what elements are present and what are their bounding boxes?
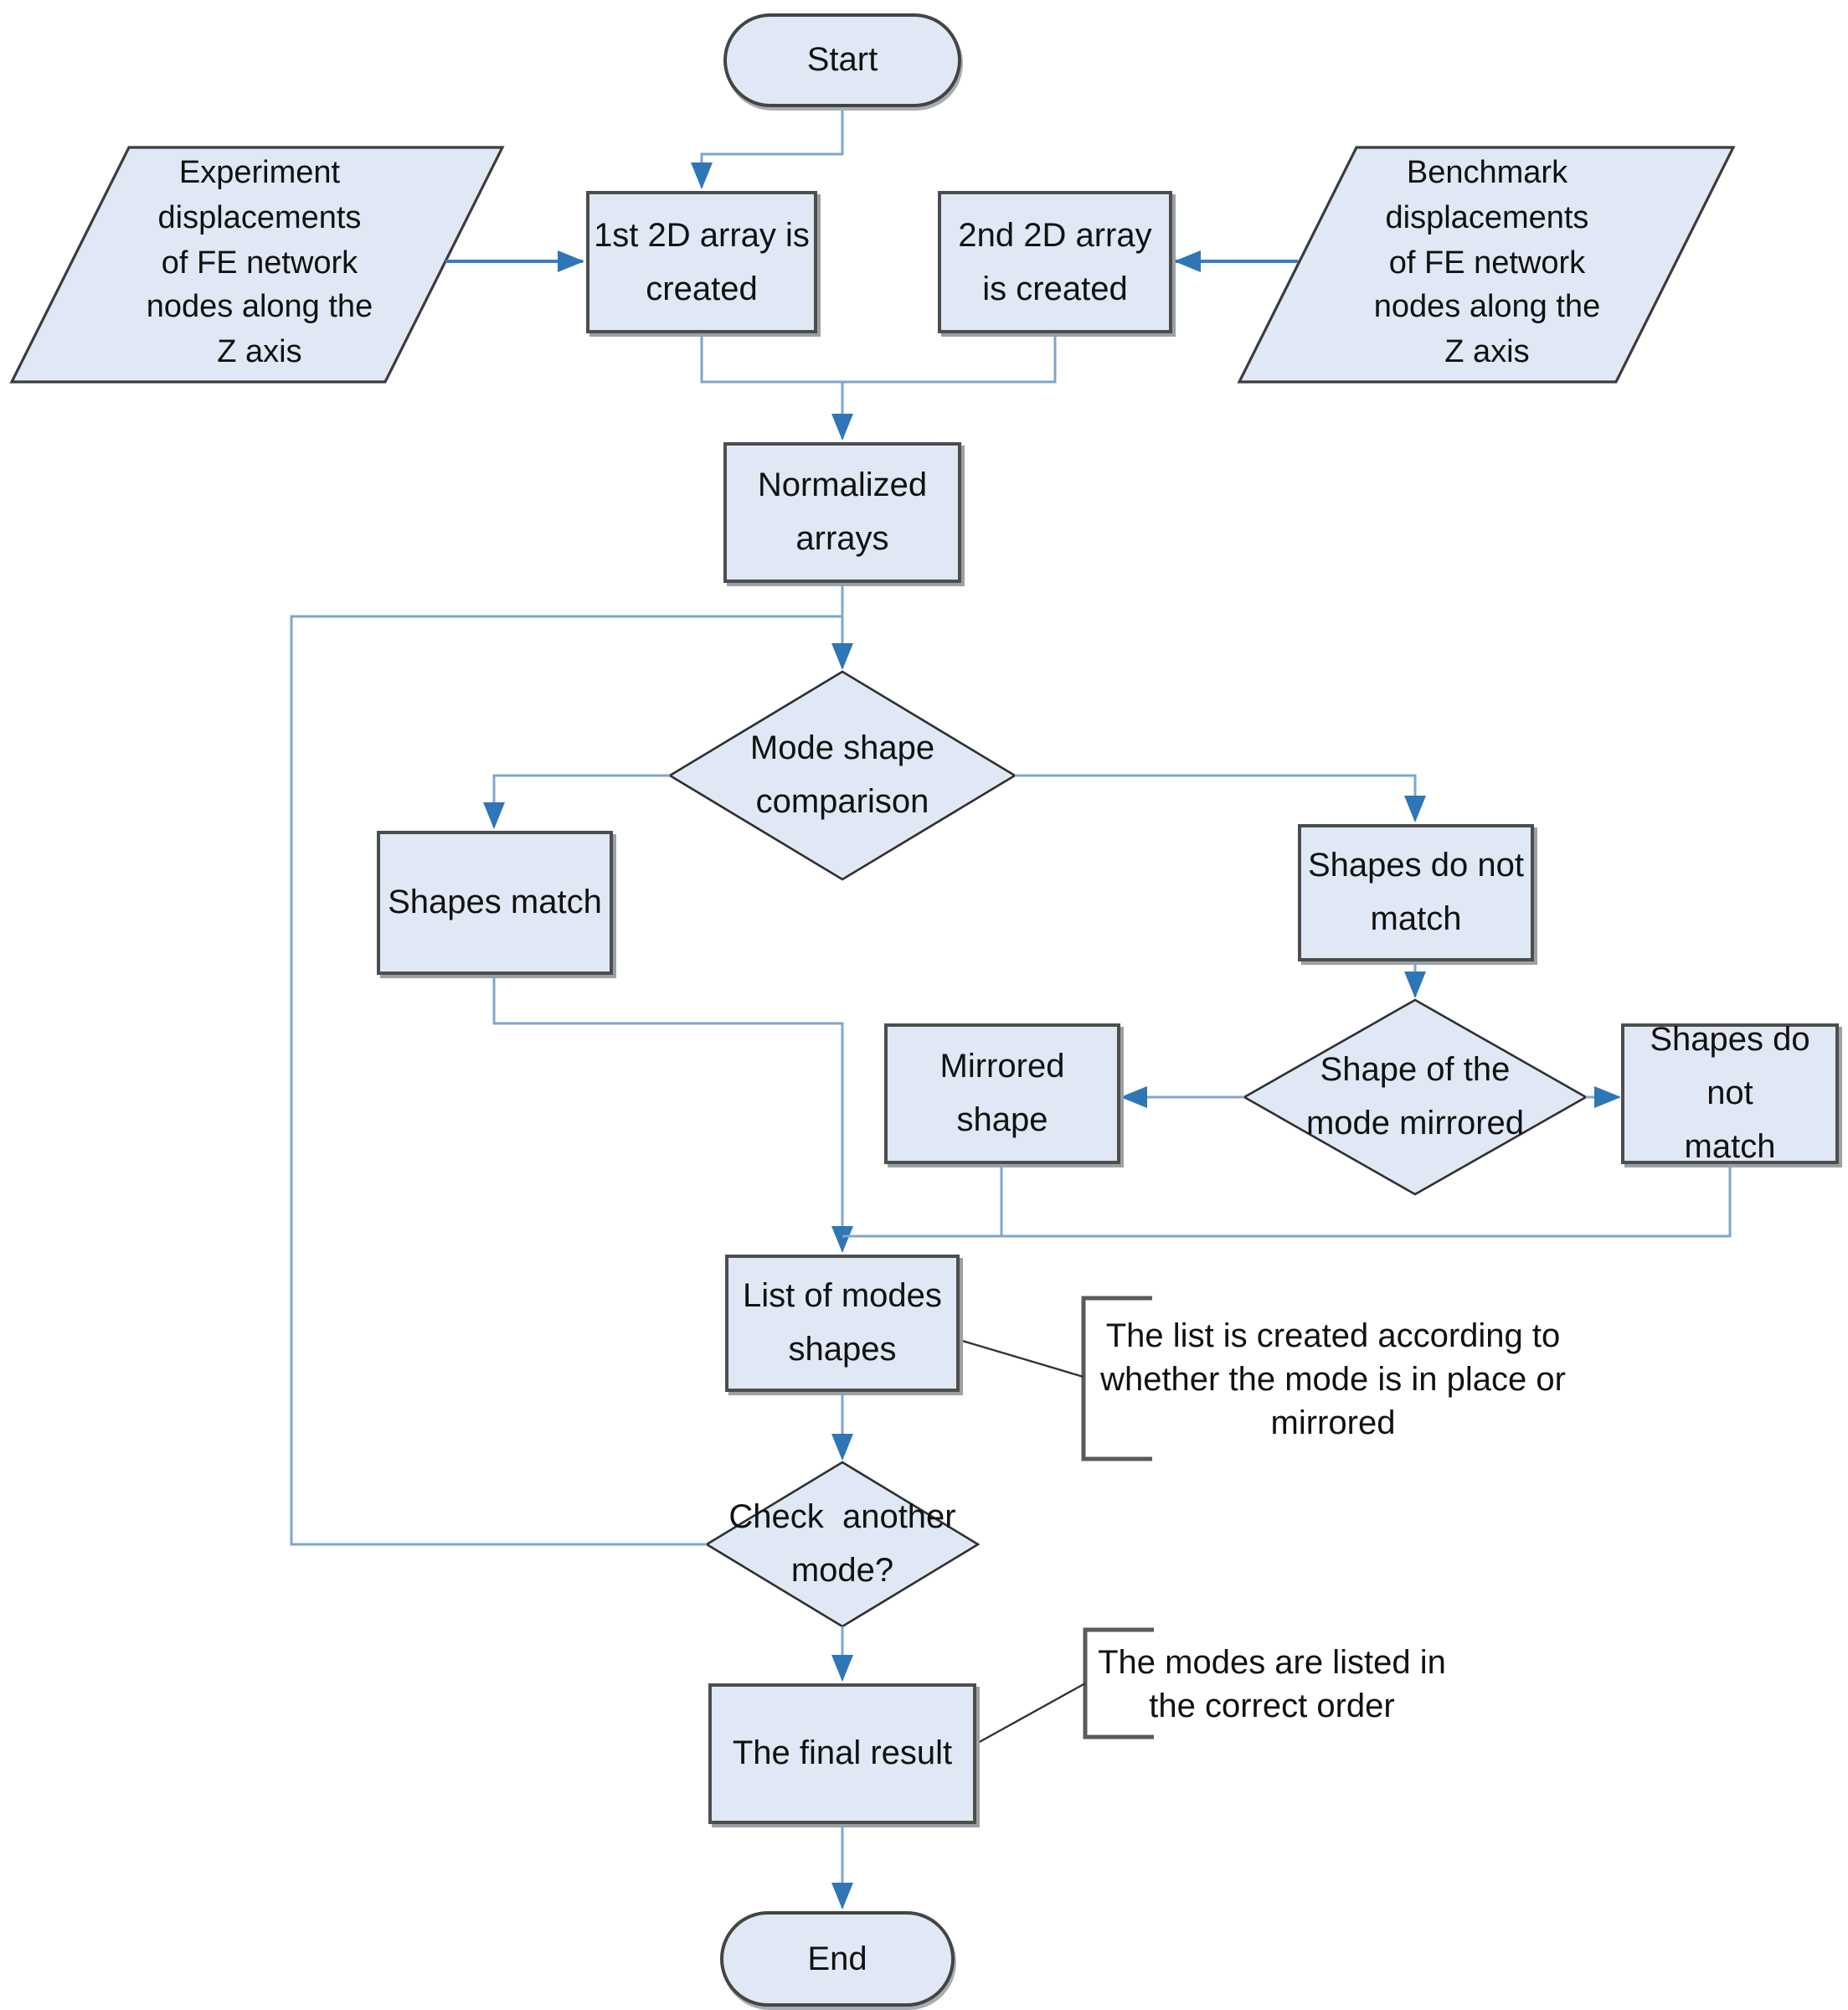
node-shapes-match: Shapes match — [377, 831, 613, 975]
node-list-of-modes: List of modes shapes — [725, 1255, 960, 1392]
node-array2-label: 2nd 2D array is created — [958, 217, 1152, 307]
bracket-list-note — [1081, 1296, 1152, 1461]
connector-comparison-to-no-match — [1015, 774, 1426, 822]
node-shapes-match-label: Shapes match — [388, 884, 602, 921]
connector-comparison-to-shapes-match — [483, 774, 670, 829]
node-shapes-do-not-match-2: Shapes do not match — [1621, 1022, 1839, 1166]
node-normalized-arrays: Normalized arrays — [723, 442, 961, 583]
node-mirrored-shape-label: Mirrored shape — [939, 1049, 1065, 1139]
node-start: Start — [723, 13, 961, 107]
leader-list-note — [959, 1338, 1084, 1379]
node-final-result-label: The final result — [732, 1735, 953, 1772]
diamond-mode-shape-comparison — [667, 670, 1017, 881]
node-array1-label: 1st 2D array is created — [594, 217, 810, 307]
annotation-list-note: The list is created according to whether… — [1100, 1318, 1566, 1442]
node-mode-mirrored-label: Shape of the mode mirrored — [1305, 1052, 1525, 1142]
parallelogram-benchmark-input — [1237, 146, 1736, 384]
connector-start-to-array1 — [691, 107, 844, 189]
connector-feedback-loop — [290, 615, 842, 1546]
node-mode-comparison-label: Mode shape comparison — [749, 730, 935, 821]
node-experiment-input-label: Experiment displacements of FE network n… — [146, 155, 373, 371]
node-check-another-mode-label: Check another mode? — [728, 1499, 956, 1590]
node-start-label: Start — [806, 42, 878, 79]
node-mirrored-shape: Mirrored shape — [884, 1023, 1120, 1164]
node-shapes-do-not-match-1-label: Shapes do not match — [1308, 848, 1524, 938]
node-shapes-do-not-match-1: Shapes do not match — [1298, 824, 1534, 961]
node-array1: 1st 2D array is created — [586, 191, 817, 333]
annotation-result-note: The modes are listed in the correct orde… — [1098, 1645, 1446, 1725]
node-shapes-do-not-match-2-label: Shapes do not match — [1650, 1022, 1810, 1166]
leader-result-note — [975, 1682, 1086, 1745]
parallelogram-experiment-input — [9, 146, 505, 384]
connector-shapes-match-to-list — [492, 975, 853, 1253]
diamond-shape-of-mode-mirrored — [1242, 998, 1588, 1196]
node-final-result: The final result — [708, 1683, 976, 1824]
node-benchmark-input-label: Benchmark displacements of FE network no… — [1373, 155, 1601, 371]
connector-no-match2-to-collector — [842, 1164, 1732, 1238]
node-list-of-modes-label: List of modes shapes — [743, 1278, 942, 1368]
connector-arrays-merge — [700, 333, 1057, 384]
node-end-label: End — [807, 1940, 867, 1977]
node-end: End — [720, 1911, 955, 2007]
node-array2: 2nd 2D array is created — [938, 191, 1172, 333]
node-normalized-arrays-label: Normalized arrays — [757, 467, 928, 558]
